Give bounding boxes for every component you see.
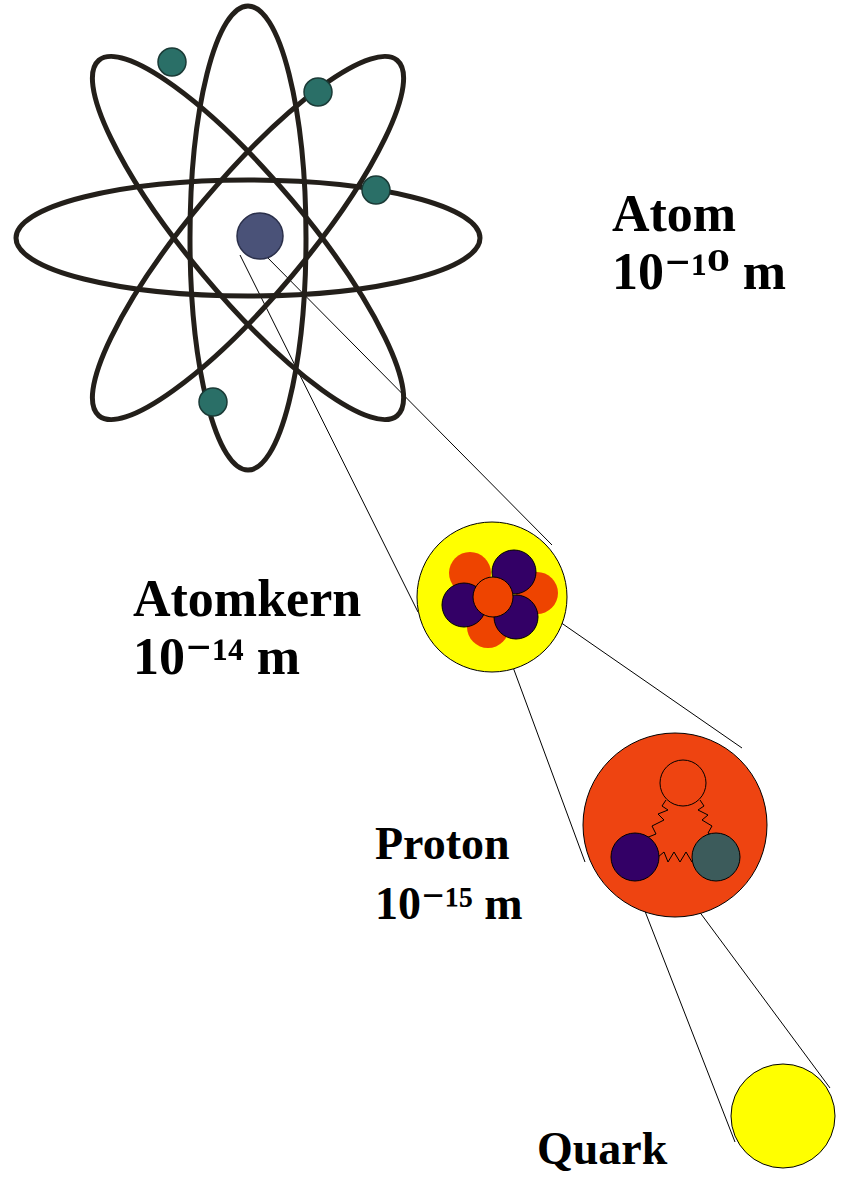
nucleus-figure (417, 522, 567, 672)
atom-nucleus (237, 213, 283, 259)
zoom-lines (240, 252, 830, 1142)
scale-size: 10⁻¹⁵ m (375, 881, 523, 927)
scale-name: Quark (537, 1126, 667, 1172)
atom-orbits (16, 6, 480, 470)
electrons (158, 48, 390, 416)
scale-name: Atomkern (133, 573, 361, 625)
scale-size: 10⁻¹⁰ m (612, 246, 786, 298)
scale-size: 10⁻¹⁴ m (133, 631, 300, 683)
quark-figure (731, 1064, 835, 1168)
scale-name: Atom (612, 188, 736, 240)
scale-name: Proton (375, 821, 510, 867)
proton-figure (583, 733, 767, 917)
